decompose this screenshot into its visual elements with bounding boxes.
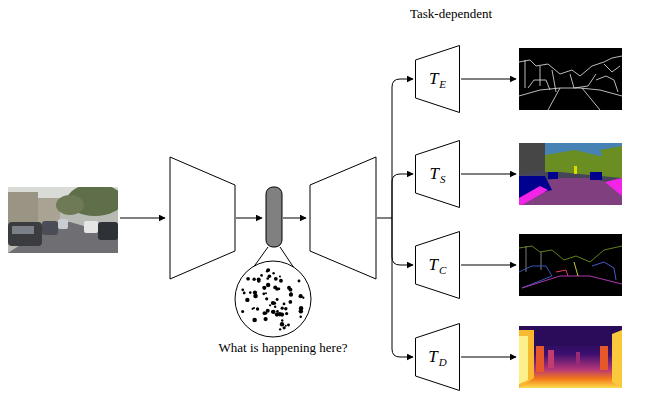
semantic-edge-output (519, 234, 622, 296)
task-head-label: TS (415, 140, 460, 208)
latent-dot (273, 302, 276, 305)
head-symbol: T (429, 69, 438, 89)
latent-dot (279, 279, 283, 283)
head-subscript: C (439, 264, 446, 276)
latent-dot (287, 324, 290, 327)
task-head: TD (415, 323, 460, 391)
latent-dot (274, 277, 278, 281)
task-head: TE (415, 45, 460, 113)
latent-dot (263, 311, 267, 315)
latent-dot (281, 319, 283, 321)
latent-dot (253, 294, 258, 299)
latent-code (266, 187, 282, 247)
latent-dot (279, 328, 281, 330)
head-symbol: T (428, 347, 437, 367)
latent-dot (265, 292, 267, 294)
latent-dot (245, 298, 249, 302)
task-head: TS (415, 140, 460, 208)
latent-dot (279, 276, 281, 278)
latent-dot (285, 312, 288, 315)
latent-dot (268, 274, 272, 278)
latent-dot (275, 287, 279, 291)
latent-dot (299, 309, 303, 313)
latent-dot (256, 307, 259, 310)
latent-dot (289, 288, 293, 292)
latent-dot (298, 280, 301, 283)
latent-dot (269, 304, 271, 306)
latent-dot (251, 308, 253, 310)
latent-dot (276, 298, 279, 301)
latent-dot (266, 270, 268, 272)
decoder-trapezoid (310, 157, 376, 279)
latent-dot (262, 292, 265, 295)
latent-dot (283, 326, 286, 329)
latent-dot (265, 297, 268, 300)
caption-note: What is happening here? (219, 340, 348, 356)
latent-dot (252, 278, 255, 281)
latent-dot (283, 303, 286, 306)
task-head-label: TD (415, 323, 460, 391)
latent-dot (260, 274, 263, 277)
head-subscript: S (440, 173, 446, 185)
latent-dot (281, 307, 284, 310)
latent-dot (285, 325, 287, 327)
latent-dot (289, 293, 293, 297)
latent-dot (266, 283, 270, 287)
magnifier-circle (235, 261, 311, 337)
task-head-label: TC (415, 231, 460, 299)
latent-dot (263, 317, 267, 321)
latent-dot (241, 310, 244, 313)
latent-dot (276, 312, 280, 316)
latent-dot (299, 294, 303, 298)
head-subscript: D (439, 356, 447, 368)
latent-dot (275, 312, 279, 316)
latent-dot (280, 322, 284, 326)
group-label: Task-dependent (410, 6, 492, 22)
depth-output (519, 326, 622, 388)
latent-dot (302, 297, 304, 299)
latent-dot (257, 279, 261, 283)
latent-dot (280, 312, 284, 316)
latent-dot (271, 311, 273, 313)
latent-dot (246, 277, 250, 281)
task-head-label: TE (415, 45, 460, 113)
encoder-trapezoid (170, 157, 235, 279)
latent-dot (266, 268, 270, 272)
latent-dot (284, 307, 287, 310)
latent-dot (276, 310, 279, 313)
latent-dot (241, 288, 244, 291)
latent-dot (243, 292, 245, 294)
latent-dot (299, 315, 302, 318)
segmentation-output (519, 143, 622, 205)
head-symbol: T (430, 164, 439, 184)
task-head: TC (415, 231, 460, 299)
head-subscript: E (439, 78, 446, 90)
latent-dot (249, 291, 252, 294)
head-symbol: T (429, 255, 438, 275)
latent-dots (241, 268, 304, 330)
latent-dot (266, 309, 270, 313)
latent-dot (271, 310, 275, 314)
latent-dot (274, 306, 276, 308)
input-photo (8, 187, 118, 253)
edge-output (519, 48, 622, 110)
latent-dot (272, 272, 274, 274)
latent-dot (252, 318, 257, 323)
latent-dot (262, 286, 266, 290)
flow-arrows (120, 79, 516, 357)
latent-dot (243, 292, 246, 295)
latent-dot (288, 300, 292, 304)
